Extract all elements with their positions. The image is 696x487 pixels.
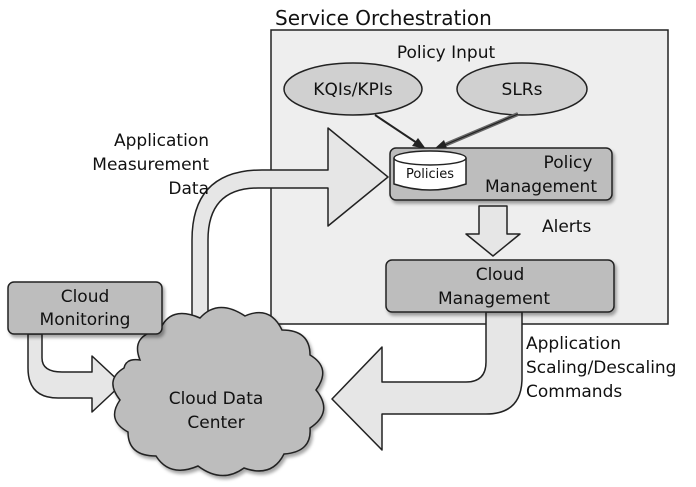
- kqis-to-policies-arrow: [374, 114, 426, 149]
- alerts-arrow: [465, 205, 521, 257]
- cloud-management-label-line2: Management: [438, 289, 550, 309]
- policies-db-label: Policies: [406, 167, 454, 182]
- slrs-label: SLRs: [502, 80, 543, 100]
- data-center-label-line2: Center: [187, 413, 244, 433]
- cloud-shape: [112, 306, 325, 477]
- kqis-kpis-ellipse: [283, 62, 423, 116]
- alerts-label: Alerts: [542, 217, 591, 237]
- scaling-commands-arrow: [331, 311, 523, 451]
- cloud-management-label-line1: Cloud: [476, 265, 525, 285]
- data-center-label-line1: Cloud Data: [169, 389, 264, 409]
- cloud-monitoring-label-line1: Cloud: [61, 287, 110, 307]
- cloud-monitoring-label-line2: Monitoring: [40, 310, 131, 330]
- scaling-label-line3: Commands: [526, 382, 622, 402]
- policy-management-label-line1: Policy: [544, 153, 593, 173]
- measurement-label-line1: Application: [114, 131, 209, 151]
- measurement-data-arrow: [191, 127, 389, 346]
- policies-database-icon: [393, 150, 467, 191]
- monitoring-flow-arrow: [27, 333, 123, 413]
- cloud-monitoring-box: [7, 281, 163, 335]
- policy-input-heading: Policy Input: [397, 43, 496, 63]
- cloud-management-box: [385, 259, 615, 313]
- kqis-kpis-label: KQIs/KPIs: [313, 80, 393, 100]
- scaling-label-line2: Scaling/Descaling: [526, 358, 676, 378]
- measurement-label-line2: Measurement: [92, 155, 209, 175]
- policy-management-label-line2: Management: [485, 177, 597, 197]
- cloud-data-center: [112, 306, 325, 477]
- slrs-ellipse: [456, 62, 588, 116]
- measurement-label-line3: Data: [168, 179, 209, 199]
- service-orchestration-title: Service Orchestration: [275, 6, 492, 30]
- scaling-label-line1: Application: [526, 334, 621, 354]
